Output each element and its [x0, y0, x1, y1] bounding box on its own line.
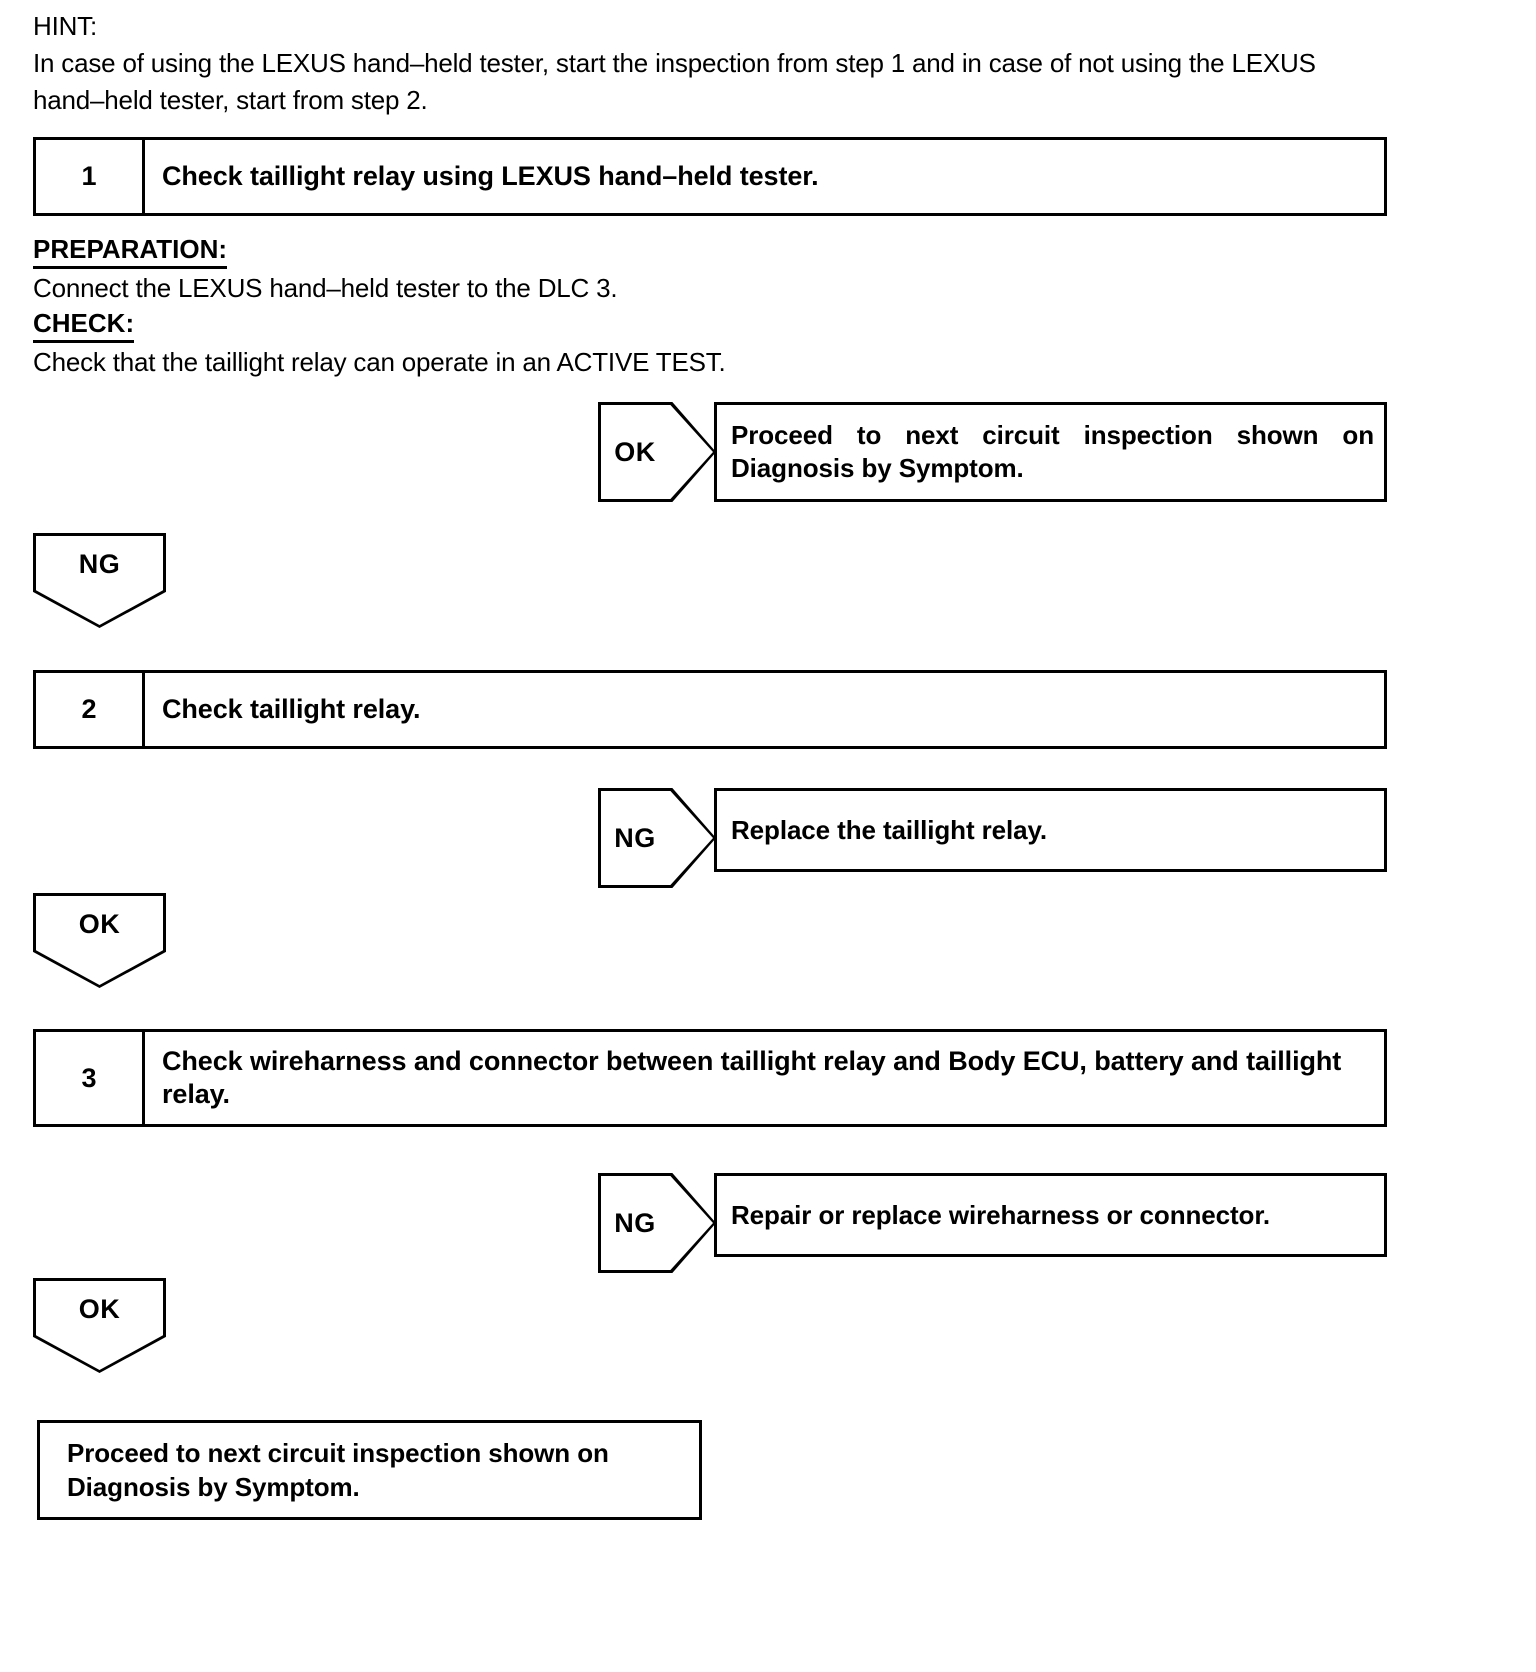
result-box-3: Repair or replace wireharness or connect… [714, 1173, 1387, 1257]
branch-arrow-ok-1-label: OK [614, 436, 656, 467]
step-title-3: Check wireharness and connector between … [162, 1046, 1342, 1109]
check-heading-wrap: CHECK: [33, 306, 1033, 343]
conclusion-text: Proceed to next circuit inspection shown… [67, 1438, 609, 1502]
preparation-heading: PREPARATION: [33, 232, 228, 269]
step-number-3: 3 [36, 1032, 145, 1124]
continue-arrow-ok-3-label: OK [78, 1293, 121, 1324]
result-box-1: Proceed to next circuit inspection shown… [714, 402, 1387, 502]
step-title-1: Check taillight relay using LEXUS hand–h… [162, 161, 819, 191]
continue-arrow-ok-2-label: OK [78, 908, 121, 939]
conclusion-box: Proceed to next circuit inspection shown… [37, 1420, 702, 1520]
step-box-3: 3 Check wireharness and connector betwee… [33, 1029, 1387, 1127]
continue-arrow-ng-1-label: NG [78, 548, 121, 579]
result-text-2: Replace the taillight relay. [731, 814, 1048, 845]
check-text: Check that the taillight relay can opera… [33, 347, 726, 377]
result-text-3: Repair or replace wireharness or connect… [731, 1199, 1271, 1230]
preparation-text: Connect the LEXUS hand–held tester to th… [33, 273, 618, 303]
branch-arrow-ng-3-label: NG [614, 1207, 656, 1238]
preparation-heading-wrap: PREPARATION: [33, 232, 1033, 269]
branch-arrow-ng-2-label: NG [614, 822, 656, 853]
result-box-2: Replace the taillight relay. [714, 788, 1387, 872]
step-1-details: PREPARATION: Connect the LEXUS hand–held… [33, 232, 1033, 380]
result-text-1: Proceed to next circuit inspection shown… [731, 420, 1374, 483]
hint-label: HINT: [33, 11, 98, 41]
step-number-2: 2 [36, 673, 145, 746]
hint-body: In case of using the LEXUS hand–held tes… [33, 48, 1316, 115]
step-box-1: 1 Check taillight relay using LEXUS hand… [33, 137, 1387, 216]
hint-block: HINT: In case of using the LEXUS hand–he… [33, 8, 1393, 119]
step-number-1: 1 [36, 140, 145, 213]
step-title-2: Check taillight relay. [162, 694, 421, 724]
step-box-2: 2 Check taillight relay. [33, 670, 1387, 749]
check-heading: CHECK: [33, 306, 135, 343]
